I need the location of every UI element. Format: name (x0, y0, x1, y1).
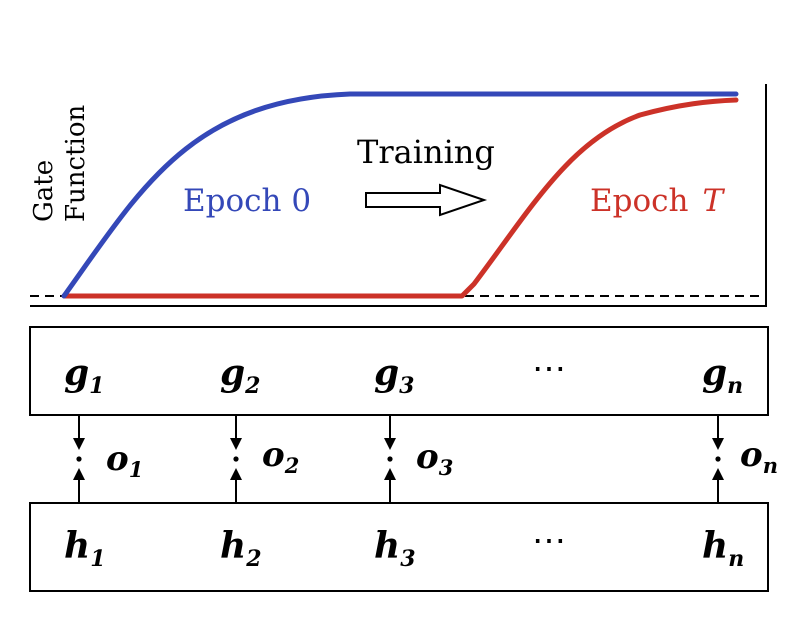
hidden-sub: n (728, 546, 744, 572)
hidden-h2: h2 (220, 525, 262, 572)
gate-ellipsis: ⋯ (532, 349, 566, 389)
epoch-T-prefix: Epoch (590, 183, 688, 219)
hidden-hn: hn (702, 525, 744, 572)
hidden-var: h (374, 525, 400, 567)
gate-sub: 1 (89, 373, 104, 399)
epoch-T-curve (61, 97, 739, 299)
output-row: o1 o2 o3 on (106, 435, 778, 482)
gate-sub: 3 (399, 373, 414, 399)
connectors (73, 416, 724, 502)
junction-dot (387, 456, 393, 462)
gate-g3: g3 (374, 352, 414, 399)
output-o3: o3 (416, 437, 453, 480)
epoch-T-var: T (702, 183, 725, 219)
gate-var: g (64, 352, 89, 394)
output-sub: n (763, 453, 778, 478)
gate-g2: g2 (220, 352, 260, 399)
ylabel-line2: Function (61, 104, 91, 222)
output-var: o (416, 437, 439, 477)
output-sub: 3 (439, 455, 454, 480)
epoch-0-label: Epoch 0 (183, 183, 311, 219)
output-sub: 1 (129, 457, 144, 482)
output-var: o (262, 435, 285, 475)
hidden-var: h (64, 525, 90, 567)
gate-g1: g1 (64, 352, 104, 399)
output-o1: o1 (106, 439, 143, 482)
output-var: o (740, 435, 763, 475)
gate-sub: n (727, 373, 743, 399)
output-sub: 2 (284, 453, 300, 478)
junction-dot (76, 456, 82, 462)
gate-var: g (220, 352, 245, 394)
hidden-sub: 2 (245, 546, 261, 572)
gate-gn: gn (702, 352, 743, 399)
junction-dot (715, 456, 721, 462)
epoch-0-curve (61, 91, 739, 299)
output-var: o (106, 439, 129, 479)
hidden-h1: h1 (64, 525, 106, 572)
output-on: on (740, 435, 778, 478)
hidden-var: h (702, 525, 728, 567)
hidden-h3: h3 (374, 525, 416, 572)
hidden-var: h (220, 525, 246, 567)
gate-row: g1 g2 g3 ⋯ gn (29, 326, 769, 416)
gate-var: g (374, 352, 399, 394)
gate-sub: 2 (244, 373, 260, 399)
gate-var: g (702, 352, 727, 394)
epoch-T-label: Epoch T (590, 183, 725, 219)
gate-function-plot: Gate Function Epoch 0 Training Epoch T (29, 84, 767, 307)
hidden-row: h1 h2 h3 ⋯ hn (29, 502, 769, 592)
output-o2: o2 (262, 435, 299, 478)
hidden-sub: 3 (400, 546, 415, 572)
ylabel-line1: Gate (29, 160, 59, 222)
hidden-sub: 1 (90, 546, 105, 572)
hidden-ellipsis: ⋯ (532, 521, 566, 561)
training-label: Training (357, 133, 495, 171)
junction-dot (233, 456, 239, 462)
hidden-box (29, 502, 769, 592)
training-arrow-icon (365, 183, 488, 217)
gate-box (29, 326, 769, 416)
